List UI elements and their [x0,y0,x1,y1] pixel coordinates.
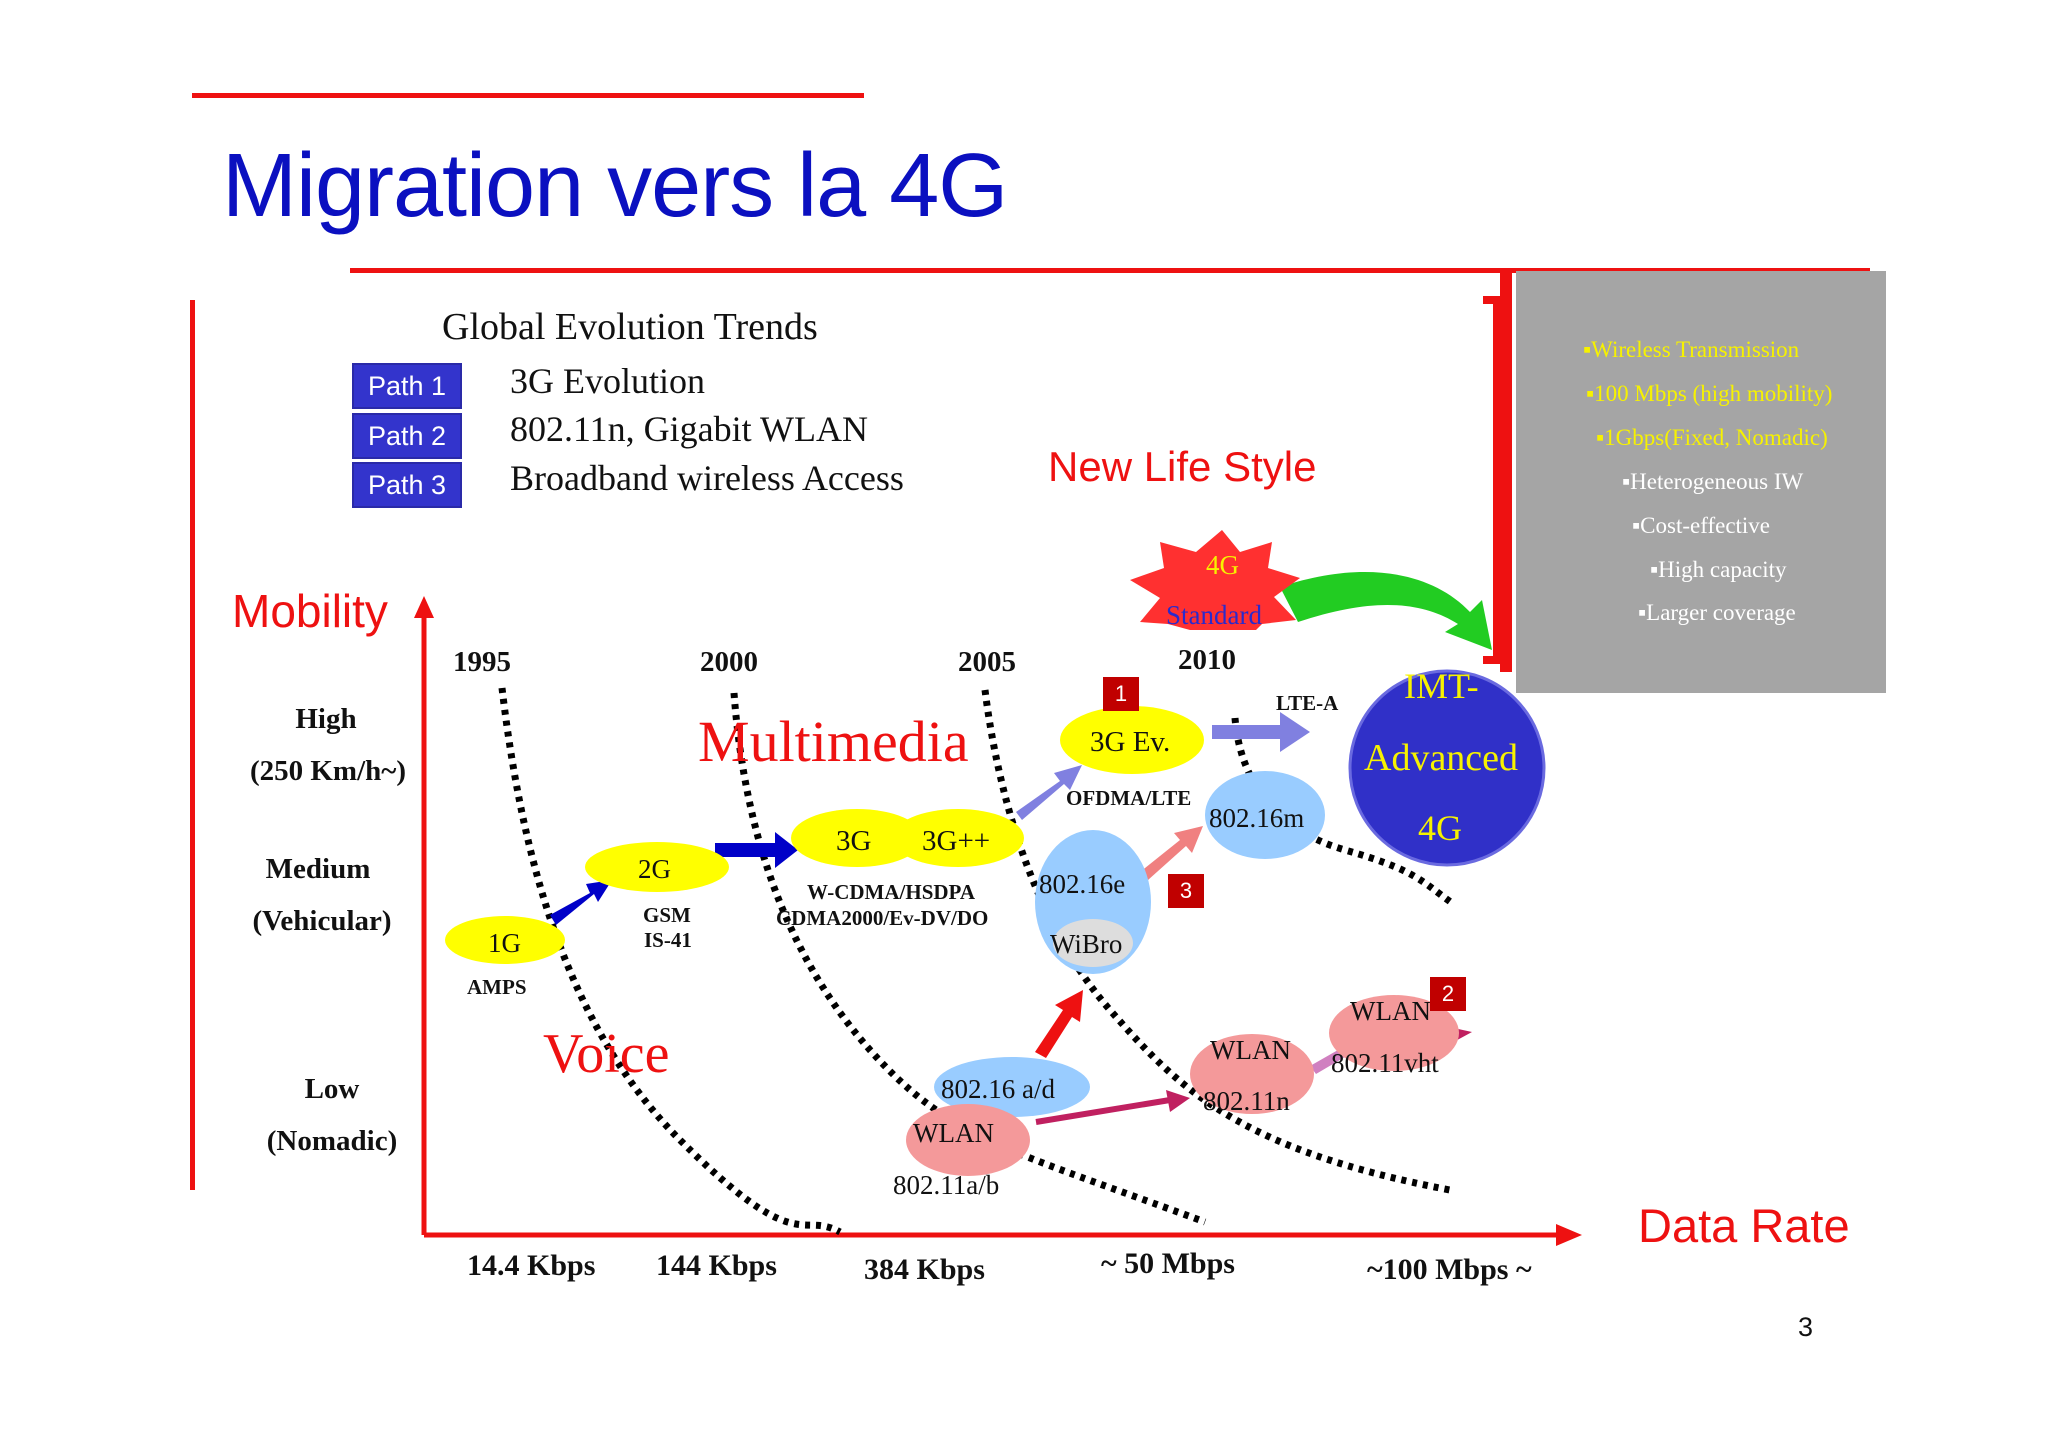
node-wlan-ab [906,1104,1030,1176]
node-wlan-vht [1329,995,1459,1071]
wibro-label: WiBro [1050,929,1122,959]
voice-label: Voice [543,1023,670,1085]
page-number: 3 [1798,1312,1814,1342]
path-badge-2: 2 [1430,977,1466,1011]
node-wlan-n [1190,1034,1314,1114]
wlan-ab-label: WLAN [913,1118,994,1148]
amps-label: AMPS [467,975,527,999]
rate-tick-1: 14.4 Kbps [467,1249,595,1282]
mobility-medium-line2: (Vehicular) [252,905,392,937]
page-title: Migration vers la 4G [222,136,1008,236]
mobility-high-line2: (250 Km/h~) [249,755,407,787]
imt-line1: IMT- [1404,666,1479,706]
generation-curves [498,687,1455,1236]
data-rate-axis-label: Data Rate [1638,1199,1850,1252]
path-1-badge: Path 1 [352,363,462,409]
rate-tick-5: ~100 Mbps ~ [1367,1253,1532,1286]
node-802-16e [1035,830,1151,974]
node-3gpp-label: 3G++ [922,825,990,857]
panel-bullet-7: ▪Larger coverage [1638,600,1796,625]
legend-heading: Global Evolution Trends [442,306,818,348]
wlan-n-label: WLAN [1210,1035,1291,1065]
path-3-label: Broadband wireless Access [510,458,904,498]
node-3g [791,809,1024,867]
node-2g-label: 2G [638,854,671,884]
wcdma-label: W-CDMA/HSDPA [807,880,976,904]
wlan-vht-label: WLAN [1350,996,1431,1026]
node-802-16m [1205,771,1325,859]
mobility-high-line1: High [295,703,357,735]
node-4g-standard-star [1130,530,1300,630]
node-802-16m-label: 802.16m [1209,803,1304,833]
panel-bullet-4: ▪Heterogeneous IW [1622,469,1804,494]
year-2010: 2010 [1178,644,1236,676]
node-802-11n-label: 802.11n [1203,1086,1290,1116]
mobility-low-line1: Low [304,1073,360,1105]
star-line1: 4G [1206,550,1239,580]
mobility-low-line2: (Nomadic) [266,1125,398,1157]
year-2005: 2005 [958,646,1016,678]
path-1-label: 3G Evolution [510,361,705,401]
frame-red-rule-left [190,300,195,1190]
node-2g [585,842,729,892]
rate-tick-4: ~ 50 Mbps [1101,1247,1235,1280]
axes [414,596,1582,1246]
node-3g-label: 3G [836,825,872,857]
imt-line3: 4G [1418,808,1462,848]
imt-line2: Advanced [1364,737,1518,779]
panel-bullet-2: ▪100 Mbps (high mobility) [1586,381,1833,406]
panel-bullet-1: ▪Wireless Transmission [1583,337,1800,362]
path-3-badge: Path 3 [352,462,462,508]
node-802-16ad [934,1057,1090,1117]
panel-connector [1483,272,1512,672]
node-imt-advanced [1348,669,1546,867]
node-1g [445,916,565,964]
node-3gev-label: 3G Ev. [1090,726,1170,758]
gsm-label: GSM [643,903,691,927]
new-life-style-label: New Life Style [1048,443,1317,490]
ofdma-lte-label: OFDMA/LTE [1066,786,1191,810]
top-red-rule [192,93,864,98]
node-3g-ev [1060,706,1204,774]
lte-a-label: LTE-A [1276,691,1339,715]
node-802-16e-label: 802.16e [1039,869,1125,899]
path-badge-1: 1 [1103,677,1139,711]
path-2-label: 802.11n, Gigabit WLAN [510,409,868,449]
mobility-axis-label: Mobility [232,585,388,637]
panel-bullet-5: ▪Cost-effective [1632,513,1771,538]
node-1g-label: 1G [488,928,521,958]
panel-bullet-3: ▪1Gbps(Fixed, Nomadic) [1596,425,1828,450]
mobility-medium-line1: Medium [265,853,371,885]
frame-red-rule-top [350,268,1870,273]
node-802-11vht-label: 802.11vht [1331,1048,1439,1078]
year-2000: 2000 [700,646,758,678]
panel-bullet-6: ▪High capacity [1650,557,1787,582]
path-2-badge: Path 2 [352,413,462,459]
multimedia-label: Multimedia [698,709,969,774]
rate-tick-2: 144 Kbps [656,1249,777,1282]
is41-label: IS-41 [644,928,692,952]
requirements-panel [1516,271,1886,693]
star-line2: Standard [1166,600,1262,630]
year-1995: 1995 [453,646,511,678]
rate-tick-3: 384 Kbps [864,1253,985,1286]
node-802-16ad-label: 802.16 a/d [941,1074,1055,1104]
cdma2000-label: CDMA2000/Ev-DV/DO [776,906,988,930]
path-badge-3: 3 [1168,874,1204,908]
node-802-11ab-label: 802.11a/b [893,1170,999,1200]
